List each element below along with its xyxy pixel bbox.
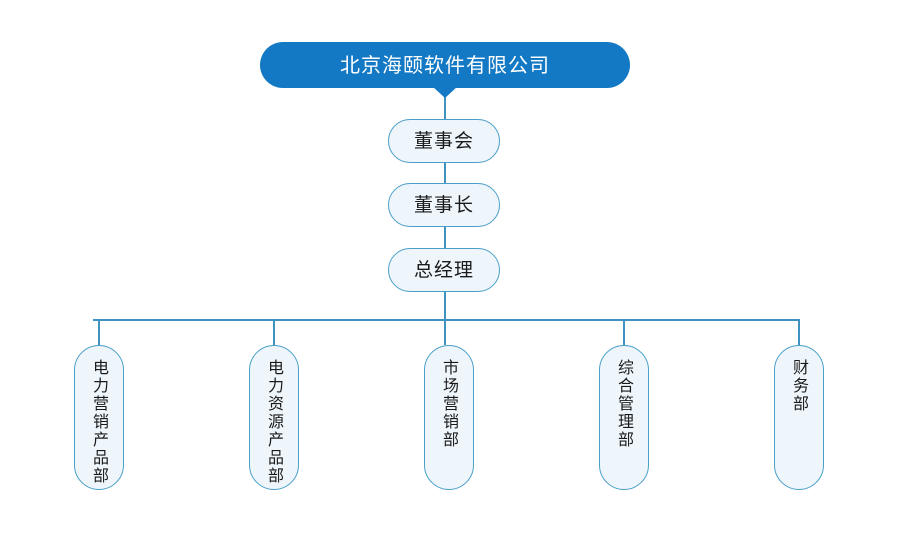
node-department-1[interactable]: 电力资源产品部 bbox=[249, 345, 299, 490]
node-department-0[interactable]: 电力营销产品部 bbox=[74, 345, 124, 490]
node-general-manager[interactable]: 总经理 bbox=[388, 248, 500, 292]
node-label-department-1: 电力资源产品部 bbox=[265, 359, 284, 485]
node-department-4[interactable]: 财务部 bbox=[774, 345, 824, 490]
node-board-of-directors[interactable]: 董事会 bbox=[388, 119, 500, 163]
node-company-root[interactable]: 北京海颐软件有限公司 bbox=[260, 42, 630, 88]
node-label-board: 董事会 bbox=[413, 129, 474, 152]
node-label-department-0: 电力营销产品部 bbox=[90, 359, 109, 485]
node-department-2[interactable]: 市场营销部 bbox=[424, 345, 474, 490]
node-label-department-4: 财务部 bbox=[790, 359, 809, 413]
node-label-department-2: 市场营销部 bbox=[440, 359, 459, 449]
node-label-chairman: 董事长 bbox=[413, 193, 474, 216]
node-label-general-manager: 总经理 bbox=[413, 258, 474, 281]
node-chairman[interactable]: 董事长 bbox=[388, 183, 500, 227]
node-label-department-3: 综合管理部 bbox=[615, 359, 634, 449]
node-department-3[interactable]: 综合管理部 bbox=[599, 345, 649, 490]
node-label-company: 北京海颐软件有限公司 bbox=[340, 53, 550, 77]
root-notch-triangle-icon bbox=[432, 86, 458, 98]
